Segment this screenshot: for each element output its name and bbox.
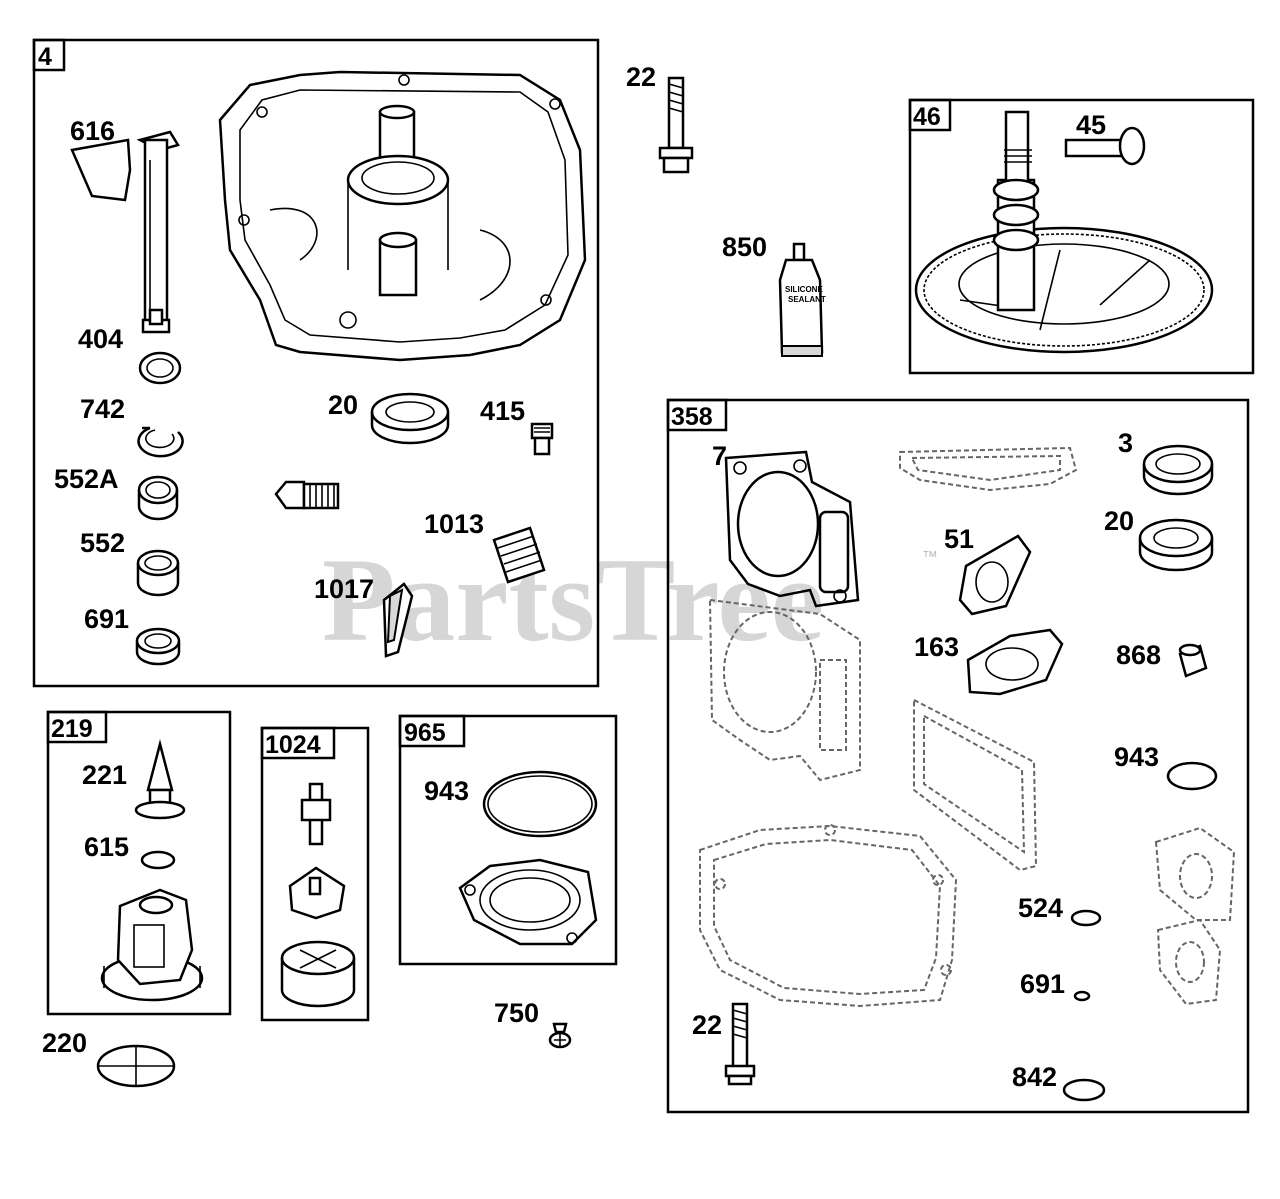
part-20-seal-a[interactable] <box>370 392 450 445</box>
part-524-oring[interactable] <box>1070 909 1102 927</box>
label-22-a: 22 <box>626 62 656 92</box>
label-3: 3 <box>1118 428 1133 458</box>
part-552-bushing[interactable] <box>136 549 180 597</box>
part-615-ring[interactable] <box>140 850 176 870</box>
part-4-crankcase-cover[interactable] <box>218 70 587 362</box>
box-965-frame <box>398 714 618 966</box>
part-cylinder-gasket-dashed[interactable] <box>708 598 861 782</box>
part-750-screw[interactable] <box>548 1022 572 1049</box>
label-742: 742 <box>80 394 125 424</box>
part-51-gasket[interactable] <box>958 534 1032 616</box>
box-358-frame <box>666 398 1250 1114</box>
part-7-head-gasket[interactable] <box>724 450 860 608</box>
box-219-frame <box>46 710 232 1016</box>
part-1024-oil-pump-shaft[interactable] <box>300 782 332 846</box>
label-842: 842 <box>1012 1062 1057 1092</box>
part-1024-outer-rotor[interactable] <box>280 940 356 1008</box>
label-616: 616 <box>70 116 115 146</box>
box-4-frame <box>32 38 600 688</box>
part-965-pump-cover[interactable] <box>458 858 598 946</box>
label-20-a: 20 <box>328 390 358 420</box>
part-crankcase-gasket-dashed[interactable] <box>699 824 958 1008</box>
label-1013: 1013 <box>424 509 484 539</box>
part-616-governor-shaft[interactable] <box>70 130 180 334</box>
part-220-washer[interactable] <box>96 1044 176 1088</box>
box-46-number: 46 <box>913 103 941 131</box>
part-46-camshaft[interactable] <box>914 110 1214 354</box>
label-691-a: 691 <box>84 604 129 634</box>
label-221: 221 <box>82 760 127 790</box>
part-dipstick-plug[interactable] <box>274 480 340 510</box>
box-219-tag <box>46 710 108 744</box>
label-691-b: 691 <box>1020 969 1065 999</box>
part-842-oring[interactable] <box>1062 1078 1106 1102</box>
tube-text-2: SEALANT <box>788 295 826 304</box>
part-691-seal[interactable] <box>135 627 181 666</box>
part-1024-inner-rotor[interactable] <box>288 866 346 920</box>
label-404: 404 <box>78 324 123 354</box>
part-691-seal-b[interactable] <box>1073 990 1091 1002</box>
part-943-oring-b[interactable] <box>1166 761 1218 791</box>
box-1024-number: 1024 <box>265 731 321 759</box>
part-1013-spring[interactable] <box>492 526 546 584</box>
label-943-b: 943 <box>1114 742 1159 772</box>
part-22-bolt-a[interactable] <box>658 76 694 174</box>
label-163: 163 <box>914 632 959 662</box>
part-3-seal[interactable] <box>1142 444 1214 496</box>
label-750: 750 <box>494 998 539 1028</box>
part-intake-gasket-dashed-b[interactable] <box>1156 918 1222 1006</box>
watermark-trademark: ™ <box>922 549 938 566</box>
part-415-plug[interactable] <box>530 422 554 456</box>
box-4-number: 4 <box>38 43 52 71</box>
label-615: 615 <box>84 832 129 862</box>
box-965-number: 965 <box>404 719 446 747</box>
label-22-b: 22 <box>692 1010 722 1040</box>
part-850-sealant-tube[interactable]: SILICONE SEALANT <box>778 242 826 357</box>
part-1017[interactable] <box>382 582 414 658</box>
label-20-b: 20 <box>1104 506 1134 536</box>
box-4-tag <box>32 38 66 72</box>
box-1024-tag <box>260 726 336 760</box>
part-742-ering[interactable] <box>137 426 184 458</box>
part-221-spindle[interactable] <box>134 739 186 820</box>
part-868-pin[interactable] <box>1178 643 1208 678</box>
box-46-frame <box>908 98 1255 375</box>
part-intake-gasket-dashed-a[interactable] <box>1154 826 1236 921</box>
box-219-number: 219 <box>51 715 93 743</box>
label-552: 552 <box>80 528 125 558</box>
part-219-governor-gear[interactable] <box>100 888 204 1002</box>
label-7: 7 <box>712 441 727 471</box>
part-404-washer[interactable] <box>138 351 182 385</box>
tube-text-1: SILICONE <box>785 285 823 294</box>
label-943-a: 943 <box>424 776 469 806</box>
part-20-seal-b[interactable] <box>1138 518 1214 572</box>
part-22-bolt-b[interactable] <box>724 1002 756 1086</box>
label-552a: 552A <box>54 464 119 494</box>
part-943-oring-a[interactable] <box>482 770 598 838</box>
part-163-gasket[interactable] <box>966 628 1064 696</box>
part-552a-bushing[interactable] <box>137 475 179 521</box>
box-358-number: 358 <box>671 403 713 431</box>
label-220: 220 <box>42 1028 87 1058</box>
label-45: 45 <box>1076 110 1106 140</box>
part-cover-gasket-dashed[interactable] <box>913 698 1038 872</box>
label-415: 415 <box>480 396 525 426</box>
label-1017: 1017 <box>314 574 374 604</box>
label-850: 850 <box>722 232 767 262</box>
box-46-tag <box>908 98 952 132</box>
part-upper-gasket[interactable] <box>899 446 1078 492</box>
label-524: 524 <box>1018 893 1063 923</box>
label-868: 868 <box>1116 640 1161 670</box>
box-358-tag <box>666 398 728 432</box>
box-965-tag <box>398 714 466 748</box>
part-45-pin[interactable] <box>1064 126 1146 166</box>
label-51: 51 <box>944 524 974 554</box>
